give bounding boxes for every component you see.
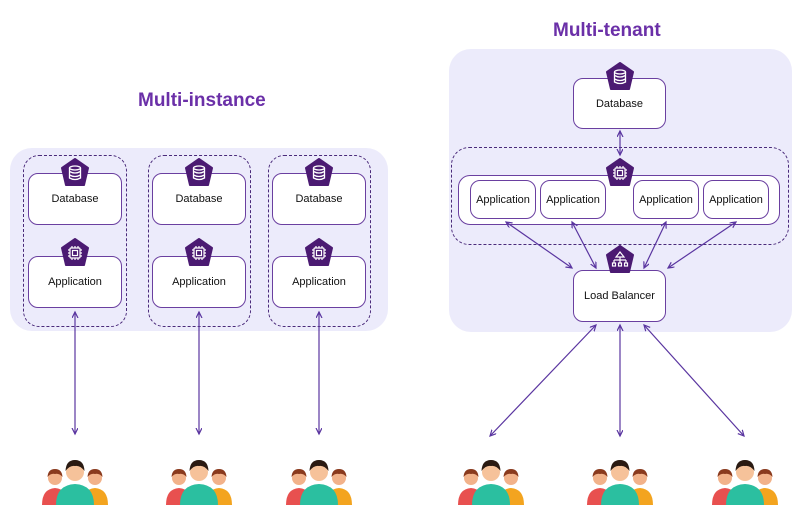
database-icon (305, 158, 333, 186)
user-group-icon (712, 460, 778, 505)
cpu-chip-icon (61, 238, 89, 266)
cpu-chip-icon (185, 238, 213, 266)
user-group-icon (286, 460, 352, 505)
application-node: Application (633, 180, 699, 219)
user-group-icon (42, 460, 108, 505)
cpu-chip-icon (305, 238, 333, 266)
database-icon (185, 158, 213, 186)
arrow-lb-users-1 (490, 325, 596, 436)
arrow-app2-lb (572, 222, 596, 268)
application-node: Application (703, 180, 769, 219)
database-node: Database (272, 173, 366, 225)
arrow-app4-lb (668, 222, 736, 268)
user-group-icon (458, 460, 524, 505)
application-node: Application (540, 180, 606, 219)
database-icon (606, 62, 634, 90)
multi-instance-title: Multi-instance (138, 90, 266, 111)
database-icon (61, 158, 89, 186)
load-balancer-node: Load Balancer (573, 270, 666, 322)
cpu-chip-icon (606, 158, 634, 186)
user-group-icon (166, 460, 232, 505)
application-node: Application (470, 180, 536, 219)
arrow-app3-lb (644, 222, 666, 268)
arrow-app1-lb (506, 222, 572, 268)
network-icon (606, 245, 634, 273)
arrow-lb-users-3 (644, 325, 744, 436)
multi-tenant-title: Multi-tenant (553, 20, 661, 41)
user-group-icon (587, 460, 653, 505)
